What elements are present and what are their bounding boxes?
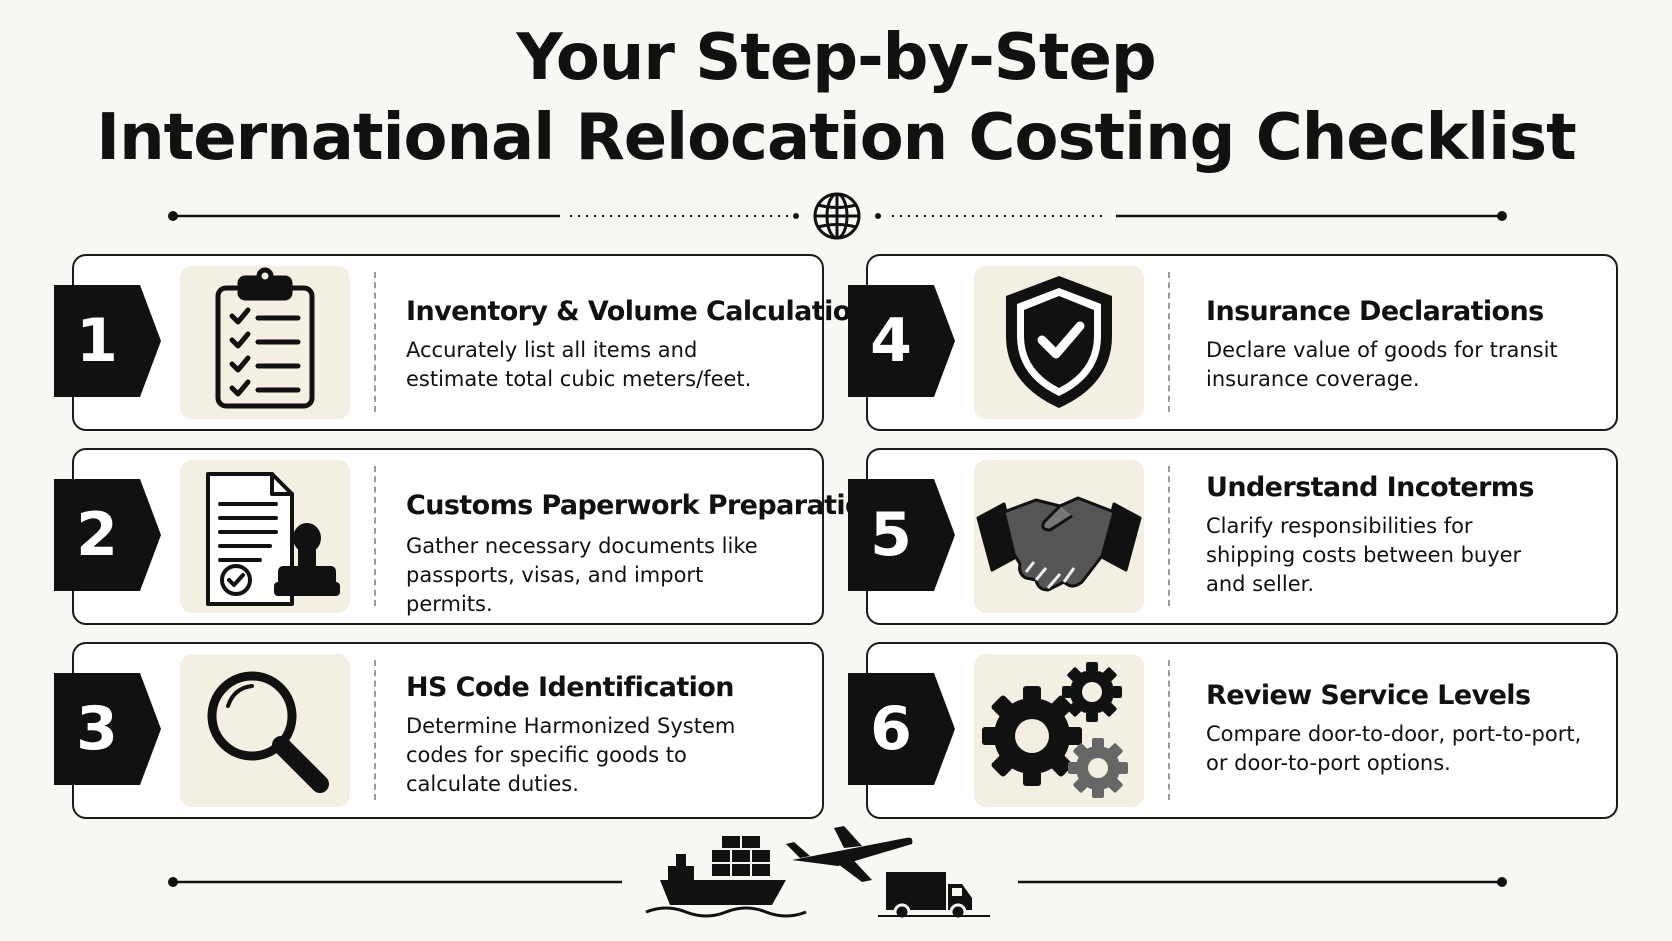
handshake-icon: [974, 460, 1144, 613]
step-number: 5: [870, 500, 912, 570]
card-separator: [1168, 660, 1170, 800]
card-separator: [374, 660, 376, 800]
step-number-badge: 6: [848, 673, 955, 785]
cargo-ship-icon: [645, 836, 807, 918]
step-number: 2: [76, 500, 118, 570]
step-description: Compare door-to-door, port-to-port, or d…: [1206, 722, 1582, 775]
step-number-badge: 3: [54, 673, 161, 785]
step-description: Clarify responsibilities for shipping co…: [1206, 514, 1522, 596]
card-separator: [374, 466, 376, 606]
truck-icon: [878, 872, 990, 921]
step-number-badge: 4: [848, 285, 955, 397]
card-separator: [1168, 466, 1170, 606]
step-title: Understand Incoterms: [1206, 472, 1534, 503]
step-description: Determine Harmonized System codes for sp…: [406, 714, 736, 796]
gears-icon: [974, 654, 1144, 807]
magnifier-icon: [180, 654, 350, 807]
page-title-line-1: Your Step-by-Step: [516, 21, 1156, 95]
step-title: Review Service Levels: [1206, 680, 1531, 711]
card-separator: [1168, 272, 1170, 412]
step-number: 6: [870, 694, 912, 764]
step-title: Inventory & Volume Calculation: [406, 296, 870, 327]
step-number-badge: 5: [848, 479, 955, 591]
step-title: Insurance Declarations: [1206, 296, 1544, 327]
step-number-badge: 2: [54, 479, 161, 591]
airplane-icon: [786, 826, 913, 882]
card-separator: [374, 272, 376, 412]
step-number: 4: [870, 306, 912, 376]
step-description: Declare value of goods for transit insur…: [1206, 338, 1558, 391]
step-title: HS Code Identification: [406, 672, 734, 703]
shield-check-icon: [974, 266, 1144, 419]
page-title-line-2: International Relocation Costing Checkli…: [96, 101, 1576, 175]
step-description: Gather necessary documents like passport…: [406, 534, 758, 616]
step-title: Customs Paperwork Preparation: [406, 490, 882, 521]
clipboard-checklist-icon: [180, 266, 350, 419]
document-stamp-icon: [180, 460, 350, 613]
globe-icon: [813, 192, 861, 240]
step-number-badge: 1: [54, 285, 161, 397]
step-number: 3: [76, 694, 118, 764]
step-number: 1: [76, 306, 118, 376]
step-description: Accurately list all items and estimate t…: [406, 338, 752, 391]
